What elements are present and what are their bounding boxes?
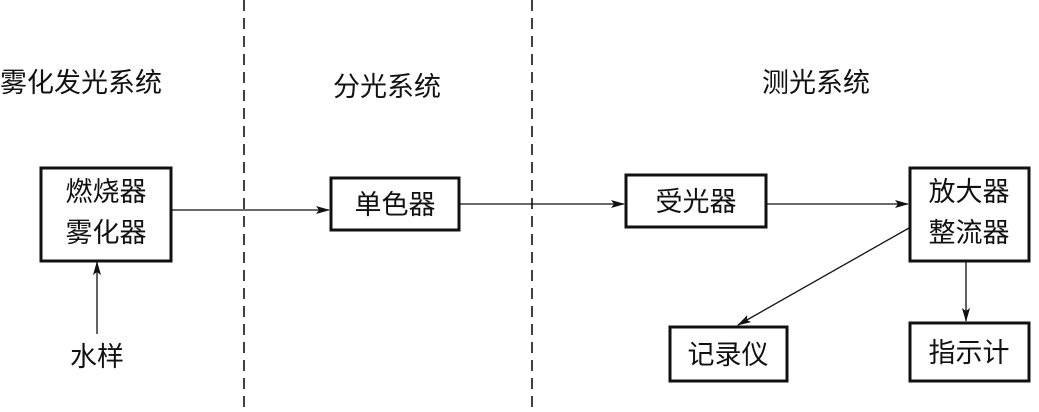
detector-label: 受光器 bbox=[656, 187, 737, 218]
monochromator-block: 单色器 bbox=[329, 176, 461, 232]
indicator-block: 指示计 bbox=[908, 321, 1031, 383]
section-title-dispersion: 分光系统 bbox=[333, 72, 441, 103]
monochromator-label: 单色器 bbox=[355, 190, 436, 221]
burner-atomizer-block: 燃烧器 雾化器 bbox=[39, 166, 173, 263]
arrow-amplifier-to-recorder bbox=[737, 227, 910, 326]
detector-block: 受光器 bbox=[624, 173, 768, 229]
rectifier-label: 整流器 bbox=[929, 218, 1010, 249]
recorder-block: 记录仪 bbox=[668, 325, 789, 383]
indicator-label: 指示计 bbox=[929, 338, 1010, 369]
amplifier-label: 放大器 bbox=[929, 177, 1010, 208]
sample-label: 水样 bbox=[70, 342, 124, 373]
section-title-photometry: 测光系统 bbox=[762, 68, 870, 99]
amplifier-rectifier-block: 放大器 整流器 bbox=[908, 166, 1031, 263]
recorder-label: 记录仪 bbox=[688, 340, 769, 371]
atomizer-label: 雾化器 bbox=[66, 218, 147, 249]
section-title-atomization: 雾化发光系统 bbox=[0, 68, 162, 99]
burner-label: 燃烧器 bbox=[66, 177, 147, 208]
